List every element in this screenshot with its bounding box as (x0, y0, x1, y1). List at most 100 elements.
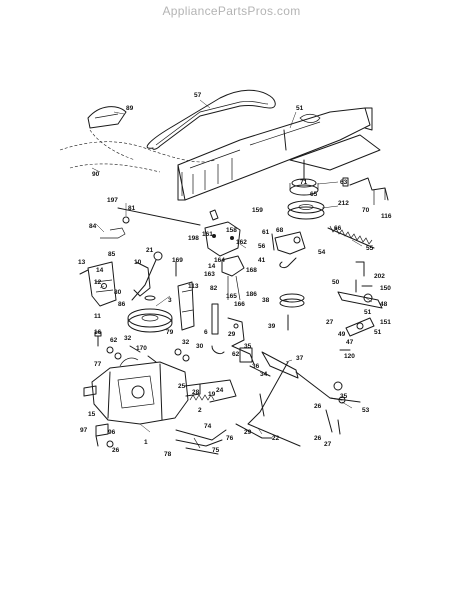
leader-lines (91, 99, 373, 435)
idler-pulley (279, 293, 305, 331)
part-label: 96 (108, 429, 116, 436)
part-label: 26 (112, 447, 120, 454)
part-label: 86 (118, 301, 126, 308)
chassis-frame (59, 107, 381, 201)
right-hardware (325, 381, 361, 435)
part-label: 165 (226, 293, 237, 300)
part-label: 170 (136, 345, 147, 352)
transmission-pulley (127, 295, 173, 333)
part-label: 14 (208, 263, 216, 270)
part-label: 12 (94, 279, 102, 286)
part-label: 47 (346, 339, 354, 346)
part-label: 186 (246, 291, 257, 298)
part-label: 25 (178, 383, 186, 390)
brake-spring (189, 379, 237, 403)
part-labels: 57 89 51 90 63 65 71 212 70 116 197 81 1… (78, 92, 392, 458)
lower-left-hardware (95, 423, 114, 448)
part-label: 116 (381, 213, 392, 220)
part-label: 55 (366, 245, 374, 252)
part-label: 39 (268, 323, 276, 330)
part-label: 75 (212, 447, 220, 454)
pivot-bar (337, 279, 383, 337)
pedal-bracket (79, 261, 117, 307)
part-label: 26 (314, 435, 322, 442)
part-label: 26 (314, 403, 322, 410)
part-label: 202 (374, 273, 385, 280)
engine-pulley (287, 159, 325, 220)
part-label: 56 (258, 243, 266, 250)
clutch-bracket-assembly (204, 209, 245, 301)
part-label: 164 (214, 257, 225, 264)
bolt-16 (94, 331, 102, 347)
part-label: 166 (234, 301, 245, 308)
part-label: 68 (276, 227, 284, 234)
part-label: 90 (92, 171, 100, 178)
part-label: 35 (244, 343, 252, 350)
part-label: 15 (88, 411, 96, 418)
part-label: 2 (198, 407, 202, 414)
part-label: 27 (326, 319, 334, 326)
part-label: 151 (380, 319, 391, 326)
part-label: 13 (78, 259, 86, 266)
part-label: 163 (204, 271, 215, 278)
shift-lever (100, 207, 201, 239)
part-label: 41 (258, 257, 266, 264)
part-label: 70 (362, 207, 370, 214)
part-label: 97 (80, 427, 88, 434)
transaxle (83, 357, 201, 425)
part-label: 169 (172, 257, 183, 264)
part-label: 11 (94, 313, 101, 320)
part-label: 161 (202, 231, 213, 238)
part-label: 28 (192, 389, 200, 396)
part-label: 84 (89, 223, 97, 230)
part-label: 21 (146, 247, 154, 254)
part-label: 51 (374, 329, 382, 336)
part-label: 77 (94, 361, 102, 368)
part-label: 113 (188, 283, 199, 290)
part-label: 37 (296, 355, 304, 362)
part-label: 27 (324, 441, 332, 448)
part-label: 19 (208, 391, 216, 398)
part-label: 81 (128, 205, 136, 212)
part-label: 89 (126, 105, 134, 112)
lower-linkage (175, 429, 227, 455)
part-label: 54 (318, 249, 326, 256)
lever-bracket (177, 281, 195, 331)
part-label: 38 (262, 297, 270, 304)
part-label: 76 (226, 435, 234, 442)
part-label: 36 (252, 363, 260, 370)
part-label: 71 (300, 179, 308, 186)
lift-rod (235, 393, 273, 439)
part-label: 22 (272, 435, 280, 442)
part-label: 35 (340, 393, 348, 400)
part-label: 24 (216, 387, 224, 394)
part-label: 63 (340, 179, 348, 186)
part-label: 34 (260, 371, 268, 378)
seat-pan (87, 106, 136, 161)
part-label: 48 (380, 301, 388, 308)
part-label: 3 (168, 297, 172, 304)
part-label: 62 (110, 337, 118, 344)
part-label: 29 (228, 331, 236, 338)
part-label: 85 (108, 251, 116, 258)
misc-bolts (175, 129, 365, 351)
part-label: 50 (332, 279, 340, 286)
drive-belt (146, 89, 276, 150)
part-label: 79 (166, 329, 174, 336)
bushing-set (106, 345, 255, 365)
part-label: 150 (380, 285, 391, 292)
part-label: 198 (188, 235, 199, 242)
part-label: 53 (362, 407, 370, 414)
part-label: 162 (236, 239, 247, 246)
part-label: 80 (114, 289, 122, 296)
control-links (211, 303, 245, 347)
part-label: 65 (310, 191, 318, 198)
part-label: 14 (96, 267, 104, 274)
part-label: 51 (364, 309, 372, 316)
part-label: 32 (182, 339, 190, 346)
part-label: 159 (252, 207, 263, 214)
brake-lever (133, 261, 151, 297)
part-label: 6 (204, 329, 208, 336)
part-label: 10 (134, 259, 142, 266)
